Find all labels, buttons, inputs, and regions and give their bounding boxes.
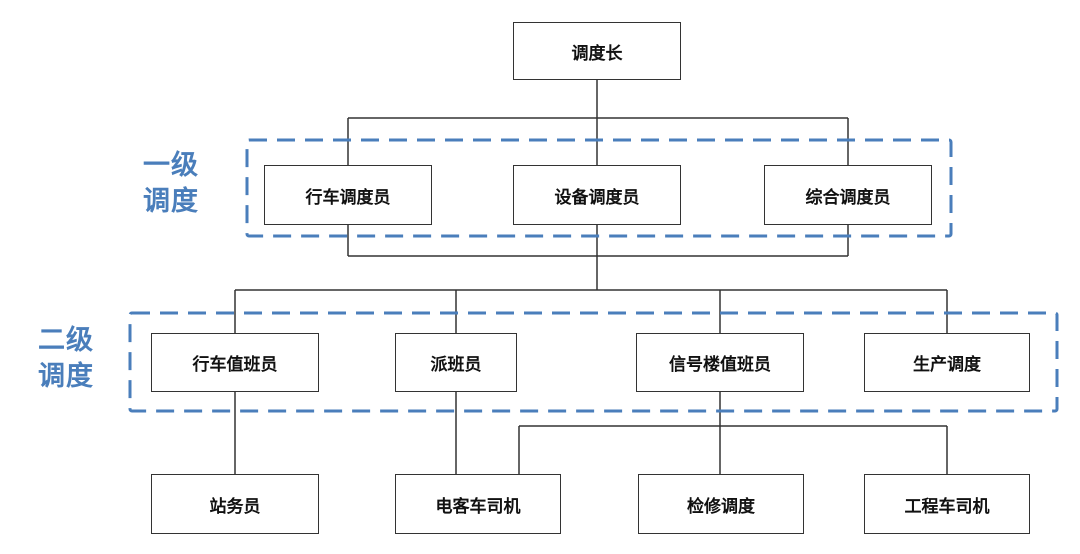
level2-group-frame [128,311,1059,413]
level3-box-station-staff: 站务员 [151,474,319,534]
level2-box-crew-dispatcher: 派班员 [395,333,517,392]
level3-box-emu-driver: 电客车司机 [395,474,561,534]
level1-box-general-dispatcher: 综合调度员 [764,165,932,225]
level1-box-train-dispatcher: 行车调度员 [264,165,432,225]
level1-group-label: 一级 调度 [143,148,199,220]
level1-box-equipment-dispatcher: 设备调度员 [513,165,681,225]
level3-box-engineering-driver: 工程车司机 [864,474,1030,534]
level2-box-train-duty: 行车值班员 [151,333,319,392]
level2-label-line1: 二级 [38,325,94,356]
level1-label-line1: 一级 [143,150,199,181]
level2-label-line2: 调度 [38,361,94,392]
level1-group-frame [245,138,953,238]
level2-group-label: 二级 调度 [38,323,94,395]
level2-box-production-dispatch: 生产调度 [864,333,1030,392]
chief-dispatcher-box: 调度长 [513,22,681,80]
level2-box-signal-building-duty: 信号楼值班员 [636,333,804,392]
level1-label-line2: 调度 [143,186,199,217]
level3-box-maintenance-dispatch: 检修调度 [638,474,804,534]
